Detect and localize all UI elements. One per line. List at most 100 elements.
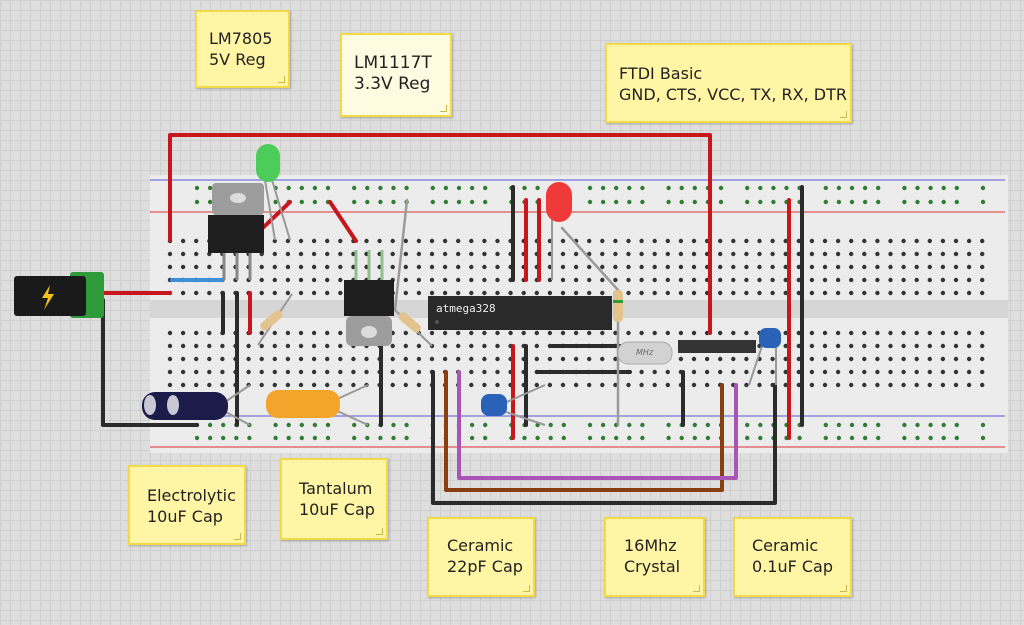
electrolytic-capacitor[interactable] [142,384,251,426]
breadboard-hole[interactable] [849,330,854,336]
rail-hole[interactable] [325,435,331,441]
breadboard-hole[interactable] [796,356,801,362]
breadboard-hole[interactable] [757,369,762,375]
breadboard-hole[interactable] [940,277,946,283]
breadboard-hole[interactable] [442,238,448,244]
breadboard-hole[interactable] [180,343,186,349]
wire-gray-1[interactable] [393,198,409,312]
breadboard-hole[interactable] [298,290,304,296]
breadboard-hole[interactable] [822,264,828,270]
breadboard-hole[interactable] [613,330,618,336]
breadboard-hole[interactable] [718,356,723,362]
breadboard-hole[interactable] [338,369,343,375]
breadboard-hole[interactable] [888,264,893,270]
rail-hole[interactable] [469,422,475,428]
breadboard-hole[interactable] [718,251,723,257]
breadboard-hole[interactable] [482,330,487,336]
breadboard-hole[interactable] [482,238,487,244]
breadboard-hole[interactable] [351,369,356,375]
rail-hole[interactable] [745,435,750,441]
rail-hole[interactable] [692,422,697,428]
breadboard-hole[interactable] [691,264,697,270]
breadboard-hole[interactable] [626,290,631,296]
breadboard-hole[interactable] [560,290,566,296]
breadboard-hole[interactable] [521,290,526,296]
breadboard-hole[interactable] [311,264,317,270]
rail-hole[interactable] [836,422,842,428]
breadboard-hole[interactable] [167,369,173,375]
breadboard-hole[interactable] [665,264,670,270]
rail-hole[interactable] [876,435,881,441]
breadboard-hole[interactable] [626,382,631,388]
breadboard-hole[interactable] [547,290,553,296]
rail-hole[interactable] [404,422,409,428]
rail-hole[interactable] [980,185,986,191]
breadboard-hole[interactable] [953,277,959,283]
breadboard-hole[interactable] [429,251,435,257]
breadboard-hole[interactable] [744,356,749,362]
rail-hole[interactable] [483,422,488,428]
breadboard-hole[interactable] [639,290,644,296]
breadboard-hole[interactable] [194,264,199,270]
breadboard-hole[interactable] [731,290,736,296]
breadboard-hole[interactable] [338,238,343,244]
breadboard-hole[interactable] [285,264,291,270]
breadboard-hole[interactable] [390,251,395,257]
rail-hole[interactable] [928,185,933,191]
breadboard-hole[interactable] [914,343,919,349]
breadboard-hole[interactable] [783,356,788,362]
breadboard-hole[interactable] [259,343,264,349]
rail-hole[interactable] [234,435,239,441]
rail-hole[interactable] [823,435,828,441]
rail-hole[interactable] [194,199,200,205]
breadboard-hole[interactable] [403,356,408,362]
breadboard-hole[interactable] [285,251,291,257]
breadboard-hole[interactable] [665,251,670,257]
breadboard-hole[interactable] [613,277,618,283]
breadboard-hole[interactable] [678,264,684,270]
breadboard-hole[interactable] [482,290,487,296]
breadboard-hole[interactable] [875,251,880,257]
breadboard-hole[interactable] [246,356,251,362]
breadboard-hole[interactable] [849,290,854,296]
rail-hole[interactable] [207,435,213,441]
rail-hole[interactable] [823,199,828,205]
breadboard-hole[interactable] [469,264,474,270]
breadboard-hole[interactable] [429,264,435,270]
breadboard-hole[interactable] [495,277,500,283]
breadboard-hole[interactable] [901,251,906,257]
breadboard-hole[interactable] [600,382,605,388]
rail-hole[interactable] [836,199,842,205]
note-crystal[interactable]: 16Mhz Crystal [604,517,705,597]
breadboard-hole[interactable] [639,369,644,375]
breadboard-hole[interactable] [626,277,631,283]
breadboard-hole[interactable] [364,369,369,375]
lm7805-regulator[interactable] [208,183,264,280]
rail-hole[interactable] [456,199,462,205]
breadboard-hole[interactable] [508,330,513,336]
rail-hole[interactable] [928,435,933,441]
rail-hole[interactable] [535,435,540,441]
breadboard-hole[interactable] [469,343,474,349]
resistor-3[interactable] [613,290,623,322]
breadboard-hole[interactable] [311,290,317,296]
breadboard-hole[interactable] [744,369,749,375]
breadboard-hole[interactable] [338,343,343,349]
breadboard-hole[interactable] [495,369,500,375]
breadboard-hole[interactable] [953,356,959,362]
rail-hole[interactable] [784,185,789,191]
rail-hole[interactable] [443,199,449,205]
breadboard-hole[interactable] [652,382,657,388]
rail-hole[interactable] [456,185,462,191]
breadboard-hole[interactable] [809,290,815,296]
breadboard-hole[interactable] [875,343,880,349]
breadboard-hole[interactable] [862,382,867,388]
breadboard-hole[interactable] [573,290,579,296]
rail-hole[interactable] [378,199,383,205]
rail-hole[interactable] [718,199,724,205]
breadboard-hole[interactable] [914,264,919,270]
breadboard-hole[interactable] [665,369,670,375]
rail-hole[interactable] [876,185,881,191]
breadboard-hole[interactable] [875,369,880,375]
breadboard-hole[interactable] [718,277,723,283]
